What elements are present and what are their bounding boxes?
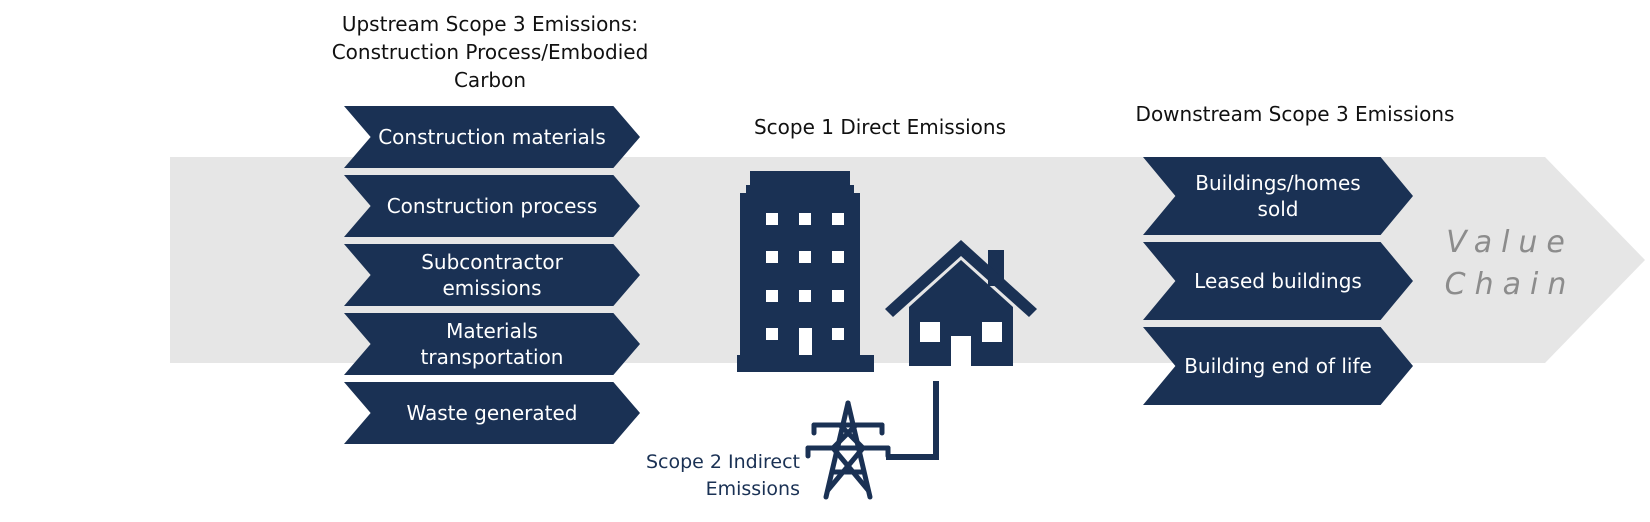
office-building-icon [737, 171, 874, 372]
upstream-item-subcontractor-emissions: Subcontractor emissions [344, 244, 640, 306]
upstream-heading-line-1: Upstream Scope 3 Emissions: [341, 12, 639, 36]
value-chain-label-line-1: Value [1446, 225, 1574, 260]
upstream-item-label: Materials transportation [421, 318, 564, 370]
scope2-label-line-1: Scope 2 Indirect [645, 451, 800, 473]
upstream-item-construction-materials: Construction materials [344, 106, 640, 168]
upstream-item-label-line-2: emissions [442, 276, 542, 300]
upstream-item-label-line-2: transportation [420, 345, 564, 369]
downstream-item-label-line-1: Buildings/homes [1195, 171, 1361, 195]
value-chain-label: Value Chain [1440, 222, 1580, 306]
upstream-item-label-line-1: Subcontractor [421, 250, 563, 274]
upstream-item-label: Waste generated [406, 401, 578, 425]
upstream-item-materials-transportation: Materials transportation [344, 313, 640, 375]
upstream-item-waste-generated: Waste generated [344, 382, 640, 444]
upstream-heading-line-3: Carbon [453, 68, 527, 92]
downstream-item-label-line-2: sold [1257, 197, 1299, 221]
downstream-item-buildings-homes-sold: Buildings/homes sold [1143, 157, 1413, 235]
downstream-item-label: Leased buildings [1194, 269, 1362, 293]
power-transmission-tower-icon [805, 400, 891, 500]
scope2-label-line-2: Emissions [705, 478, 800, 500]
upstream-scope3-heading: Upstream Scope 3 Emissions: Construction… [320, 10, 660, 94]
upstream-item-label: Construction materials [378, 125, 606, 149]
downstream-item-leased-buildings: Leased buildings [1143, 242, 1413, 320]
upstream-item-construction-process: Construction process [344, 175, 640, 237]
downstream-item-building-end-of-life: Building end of life [1143, 327, 1413, 405]
upstream-item-label: Subcontractor emissions [421, 249, 563, 301]
house-icon [885, 240, 1037, 366]
upstream-item-label: Construction process [386, 194, 598, 218]
value-chain-label-line-2: Chain [1444, 267, 1576, 302]
downstream-scope3-heading: Downstream Scope 3 Emissions [1135, 102, 1455, 126]
downstream-item-label: Buildings/homes sold [1195, 170, 1360, 222]
upstream-item-label-line-1: Materials [446, 319, 538, 343]
scope2-indirect-emissions-label: Scope 2 Indirect Emissions [600, 449, 800, 503]
scope2-connector-line [886, 381, 939, 460]
upstream-heading-line-2: Construction Process/Embodied [331, 40, 649, 64]
scope1-heading: Scope 1 Direct Emissions [753, 115, 1006, 139]
downstream-item-label: Building end of life [1184, 354, 1372, 378]
